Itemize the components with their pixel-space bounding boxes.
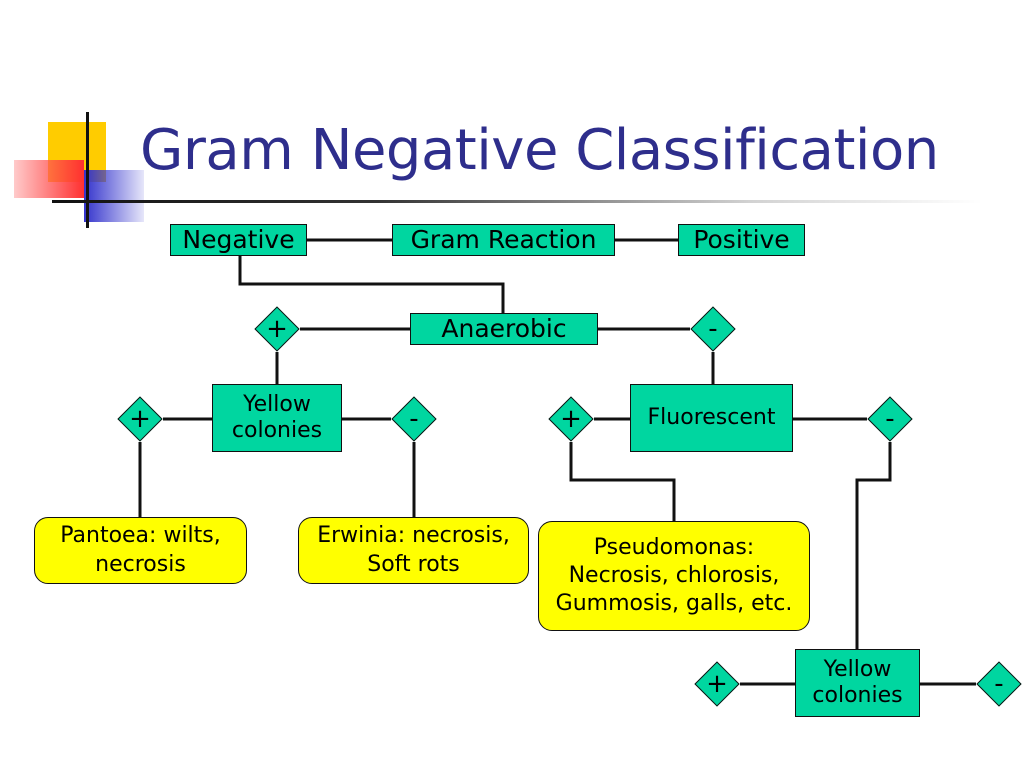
node-yellow-colonies-2-line1: Yellow xyxy=(823,656,892,682)
decision-yellow2-plus: + xyxy=(694,661,740,707)
result-pantoea-line1: Pantoea: wilts, xyxy=(60,523,221,549)
decision-symbol: - xyxy=(409,404,419,434)
decision-fluorescent-plus: + xyxy=(548,396,594,442)
node-fluorescent: Fluorescent xyxy=(630,384,793,452)
decision-anaerobic-plus: + xyxy=(254,306,300,352)
decision-yellow1-plus: + xyxy=(117,396,163,442)
result-erwinia-line2: Soft rots xyxy=(367,551,460,577)
result-pseudomonas-line1: Pseudomonas: xyxy=(593,534,755,560)
node-yellow-colonies-1-line1: Yellow xyxy=(243,391,311,417)
title-underline xyxy=(52,200,982,203)
decision-symbol: + xyxy=(129,404,151,434)
decision-symbol: - xyxy=(708,314,718,344)
node-positive-label: Positive xyxy=(693,225,790,254)
result-pantoea-line2: necrosis xyxy=(95,551,186,577)
result-pantoea: Pantoea: wilts, necrosis xyxy=(34,517,247,584)
decision-anaerobic-minus: - xyxy=(690,306,736,352)
node-yellow-colonies-2: Yellow colonies xyxy=(795,649,920,717)
result-pseudomonas: Pseudomonas: Necrosis, chlorosis, Gummos… xyxy=(538,521,810,631)
node-yellow-colonies-2-line2: colonies xyxy=(812,683,903,708)
result-pseudomonas-line2: Necrosis, chlorosis, xyxy=(568,562,780,588)
result-erwinia: Erwinia: necrosis, Soft rots xyxy=(298,517,529,584)
node-gram-reaction-label: Gram Reaction xyxy=(410,225,597,254)
decision-symbol: - xyxy=(994,669,1004,699)
deco-vertical-line xyxy=(86,112,89,228)
decision-symbol: - xyxy=(885,404,895,434)
node-fluorescent-label: Fluorescent xyxy=(647,404,776,430)
node-positive: Positive xyxy=(678,224,805,256)
decision-symbol: + xyxy=(560,404,582,434)
decision-yellow2-minus: - xyxy=(976,661,1022,707)
page-title: Gram Negative Classification xyxy=(140,118,939,183)
node-gram-reaction: Gram Reaction xyxy=(392,224,615,256)
node-anaerobic: Anaerobic xyxy=(410,313,598,345)
deco-red-square xyxy=(14,160,84,198)
node-negative: Negative xyxy=(170,224,307,256)
node-negative-label: Negative xyxy=(182,225,295,254)
decision-symbol: + xyxy=(706,669,728,699)
node-anaerobic-label: Anaerobic xyxy=(441,314,567,343)
decision-yellow1-minus: - xyxy=(391,396,437,442)
result-pseudomonas-line3: Gummosis, galls, etc. xyxy=(555,591,793,617)
node-yellow-colonies-1: Yellow colonies xyxy=(212,384,342,452)
decision-fluorescent-minus: - xyxy=(867,396,913,442)
node-yellow-colonies-1-line2: colonies xyxy=(231,418,323,443)
deco-blue-square xyxy=(84,170,144,222)
decision-symbol: + xyxy=(266,314,288,344)
result-erwinia-line1: Erwinia: necrosis, xyxy=(317,523,510,549)
